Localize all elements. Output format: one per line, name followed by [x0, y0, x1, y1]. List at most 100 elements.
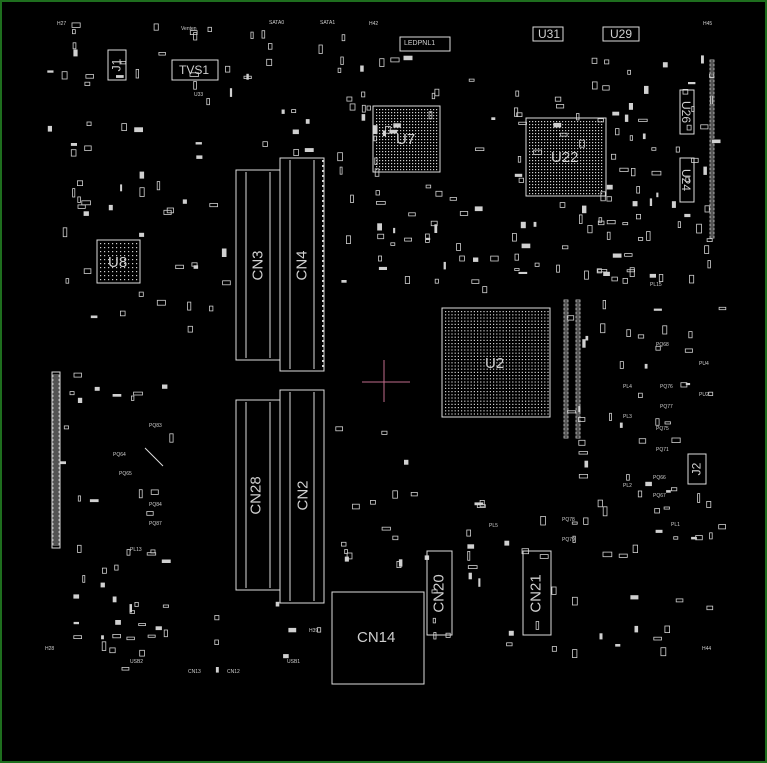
u22-ball — [568, 169, 570, 171]
u7-ball — [418, 124, 420, 126]
u7-ball — [385, 166, 387, 168]
u7-ball — [430, 145, 432, 147]
u7-ball — [400, 109, 402, 111]
smd-component — [370, 499, 376, 505]
u2-ball — [502, 407, 504, 409]
u22-ball — [562, 178, 564, 180]
u2-ball — [489, 391, 491, 393]
u2-ball — [502, 403, 504, 405]
vr-pin — [575, 419, 581, 423]
u7-ball — [406, 112, 408, 114]
u22-ball — [595, 121, 597, 123]
smd-component — [361, 114, 366, 121]
u22-ball — [574, 160, 576, 162]
smd-component — [583, 517, 589, 525]
u2-ball — [499, 378, 501, 380]
u2-ball — [467, 381, 469, 383]
u2-ball — [515, 384, 517, 386]
u2-ball — [480, 336, 482, 338]
u2-ball — [531, 394, 533, 396]
u7-ball — [379, 157, 381, 159]
u2-ball — [445, 336, 447, 338]
label-cn3: CN3 — [249, 250, 267, 281]
smd-component — [664, 625, 671, 633]
u7-ball — [433, 148, 435, 150]
u8-ball — [116, 279, 118, 281]
smd-component — [540, 516, 546, 526]
u22-ball — [532, 178, 534, 180]
u2-ball — [502, 339, 504, 341]
u2-ball — [499, 330, 501, 332]
u2-ball — [534, 391, 536, 393]
u2-ball — [454, 403, 456, 405]
u2-ball — [544, 407, 546, 409]
smd-component — [73, 621, 79, 625]
smd-component — [70, 143, 77, 146]
smd-component — [116, 75, 124, 78]
u2-ball — [534, 365, 536, 367]
u2-ball — [457, 368, 459, 370]
u2-ball — [541, 317, 543, 319]
smd-component — [430, 220, 438, 227]
u22-ball — [574, 154, 576, 156]
u22-ball — [544, 148, 546, 150]
smd-component — [381, 430, 388, 435]
u7-ball — [394, 151, 396, 153]
vr-pin — [575, 331, 581, 335]
u22-ball — [589, 127, 591, 129]
u22-ball — [544, 124, 546, 126]
u2-ball — [451, 362, 453, 364]
u2-ball — [499, 375, 501, 377]
u22-ball — [580, 136, 582, 138]
vr-pin — [575, 379, 581, 383]
u2-ball — [518, 387, 520, 389]
smd-component — [398, 559, 403, 567]
u22-ball — [568, 187, 570, 189]
u7-ball — [424, 139, 426, 141]
u22-ball — [595, 169, 597, 171]
u22-ball — [535, 190, 537, 192]
u2-ball — [509, 320, 511, 322]
u2-ball — [512, 333, 514, 335]
u7-ball — [400, 139, 402, 141]
u2-ball — [512, 403, 514, 405]
u2-ball — [483, 323, 485, 325]
u7-ball — [421, 145, 423, 147]
u22-ball — [532, 184, 534, 186]
smd-component — [584, 460, 589, 468]
u22-ball — [553, 142, 555, 144]
u22-ball — [538, 130, 540, 132]
u2-ball — [496, 339, 498, 341]
u22-ball — [532, 175, 534, 177]
u7-ball — [388, 112, 390, 114]
u7-ball — [433, 160, 435, 162]
smd-component — [597, 118, 604, 123]
u2-ball — [531, 323, 533, 325]
smd-component — [704, 245, 710, 254]
u2-ball — [486, 323, 488, 325]
u2-ball — [509, 314, 511, 316]
u2-ball — [486, 311, 488, 313]
u2-ball — [541, 375, 543, 377]
u22-ball — [601, 163, 603, 165]
header-pin — [52, 458, 60, 462]
u22-ball — [529, 178, 531, 180]
u22-ball — [577, 154, 579, 156]
u8-ball — [124, 279, 126, 281]
smd-component — [381, 526, 391, 531]
u22-ball — [598, 163, 600, 165]
u2-ball — [547, 333, 549, 335]
smd-component — [350, 194, 354, 204]
u8-ball — [136, 251, 138, 253]
u7-ball — [382, 124, 384, 126]
u2-ball — [496, 378, 498, 380]
slot-pin — [322, 290, 324, 292]
u22-ball — [586, 166, 588, 168]
u8-ball — [100, 255, 102, 257]
u22-ball — [583, 169, 585, 171]
smd-component — [482, 286, 488, 294]
edge-pin — [709, 79, 715, 83]
u22-ball — [592, 142, 594, 144]
smd-component — [73, 635, 83, 640]
u8-ball — [116, 259, 118, 261]
